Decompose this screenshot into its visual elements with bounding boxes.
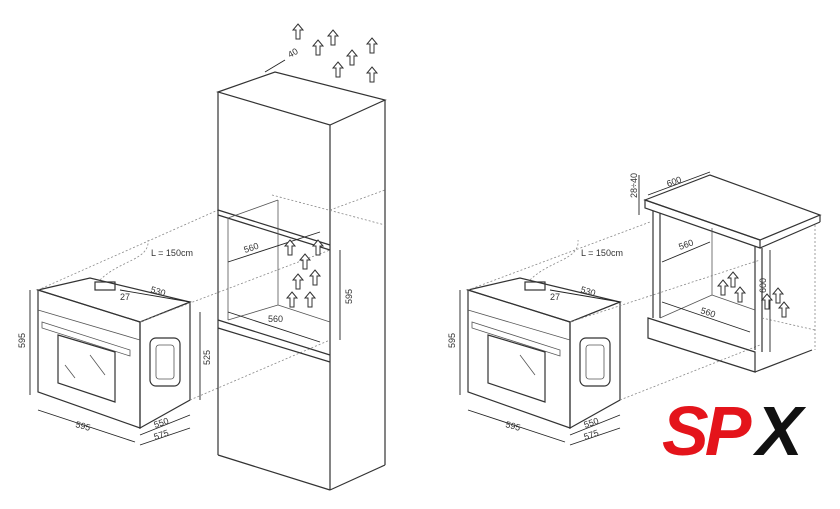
dim-niche-height-cabinet: 600: [758, 278, 768, 293]
dim-side-height-left: 525: [202, 350, 212, 365]
dim-niche-width-bottom-column: 560: [268, 314, 283, 324]
dim-niche-width-top-cabinet: 560: [677, 237, 695, 252]
airflow-arrows-cabinet: [717, 271, 790, 318]
logo-sp: SP: [662, 392, 751, 470]
airflow-arrows-column: [284, 23, 378, 308]
dim-depth1-right: 550: [583, 416, 600, 430]
logo-x: X: [756, 392, 803, 470]
cable-length-label-right: L = 150cm: [581, 248, 623, 258]
dim-worktop-thickness: 28÷40: [629, 173, 639, 198]
left-oven: [29, 209, 331, 446]
dim-height-right: 595: [447, 333, 457, 348]
dim-niche-width-top-column: 560: [243, 241, 260, 255]
dim-panel-left: 27: [120, 292, 130, 302]
under-counter-cabinet: [638, 171, 822, 373]
dim-vent-gap: 40: [286, 46, 300, 60]
tall-column: [216, 23, 387, 491]
cable-length-label-left: L = 150cm: [151, 248, 193, 258]
dim-panel-right: 27: [550, 292, 560, 302]
dim-depth2-left: 575: [153, 428, 170, 442]
dim-depth-top-left: 530: [149, 284, 166, 298]
dim-width-left: 595: [74, 419, 91, 433]
dim-depth-top-right: 530: [579, 284, 596, 298]
right-oven: [459, 221, 761, 446]
dim-niche-height-column: 595: [344, 289, 354, 304]
spx-logo: SP X: [662, 396, 832, 466]
dim-width-right: 595: [504, 419, 521, 433]
dim-depth1-left: 550: [153, 416, 170, 430]
dim-depth2-right: 575: [583, 428, 600, 442]
dim-worktop-depth: 600: [665, 174, 683, 189]
dim-height-left: 595: [17, 333, 27, 348]
dim-niche-width-bottom-cabinet: 560: [699, 305, 716, 319]
